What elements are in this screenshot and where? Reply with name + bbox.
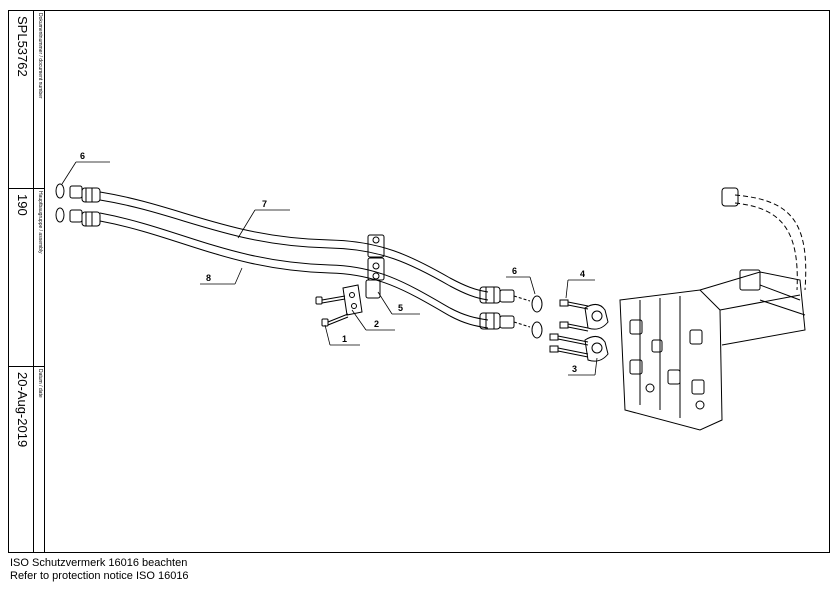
flange-3 (584, 304, 609, 362)
clamp-plate-2 (342, 284, 363, 316)
callout-7: 7 (262, 199, 267, 209)
exploded-assembly-drawing: 6 7 8 1 2 5 6 4 3 (55, 151, 807, 431)
callout-8: 8 (206, 273, 211, 283)
callout-labels: 6 7 8 1 2 5 6 4 3 (80, 151, 585, 374)
right-fitting-upper (479, 286, 515, 304)
callout-6: 6 (512, 266, 517, 276)
callout-2: 2 (374, 319, 379, 329)
title-block-separator (8, 188, 45, 189)
title-block-divider (33, 10, 34, 553)
o-ring (531, 295, 543, 313)
assembly-label: Hauptbaugruppe / assembly (37, 191, 43, 254)
callout-1: 1 (342, 334, 347, 344)
bolt-1 (315, 295, 349, 327)
drawing-frame (8, 10, 830, 553)
bolts-4 (549, 299, 589, 358)
left-fitting-lower (69, 209, 101, 227)
title-block-separator (8, 366, 45, 367)
document-number: SPL53762 (15, 16, 30, 77)
protection-notice-de: ISO Schutzvermerk 16016 beachten (10, 557, 188, 569)
callout-3: 3 (572, 364, 577, 374)
callout-5: 5 (398, 303, 403, 313)
assembly-number: 190 (15, 194, 30, 216)
left-fitting-upper (69, 185, 101, 203)
o-ring (55, 183, 65, 199)
protection-notice-en: Refer to protection notice ISO 16016 (10, 570, 189, 582)
hose-8 (99, 212, 489, 329)
title-block: Dokumentnummer / document number SPL5376… (8, 10, 45, 553)
right-fitting-lower (479, 312, 515, 330)
callout-4: 4 (580, 269, 585, 279)
o-ring (55, 207, 65, 223)
hose-7 (99, 191, 489, 301)
callout-6: 6 (80, 151, 85, 161)
hose-clamp-5 (365, 234, 385, 299)
control-valve-block (619, 187, 807, 431)
date-label: Datum / date (37, 369, 43, 398)
o-ring (531, 321, 543, 339)
document-date: 20-Aug-2019 (15, 372, 30, 448)
document-number-label: Dokumentnummer / document number (37, 13, 43, 99)
leader-lines (61, 161, 598, 376)
